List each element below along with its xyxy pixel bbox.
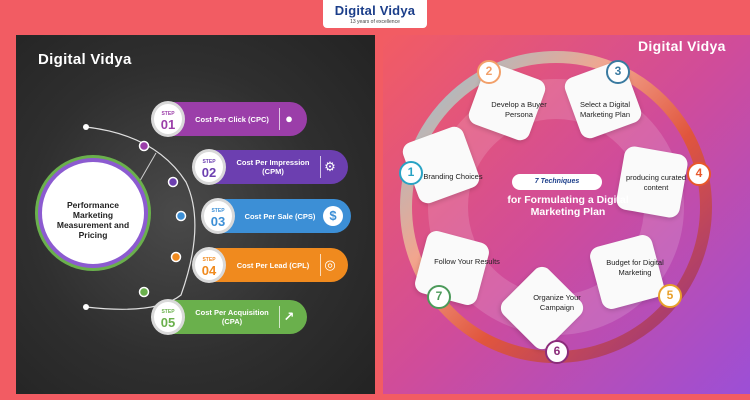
- technique-label-4: producing curated content: [625, 173, 687, 192]
- technique-badge-5: 5: [658, 284, 682, 308]
- top-logo-tagline: 13 years of excellence: [350, 19, 400, 25]
- chart-icon: ↗: [283, 309, 295, 324]
- target-icon: ◎: [324, 257, 336, 272]
- connector-dot: [83, 304, 89, 310]
- technique-label-7: Follow Your Results: [434, 257, 500, 266]
- step-label: Cost Per Acquisition (CPA): [195, 308, 269, 326]
- top-logo: Digital Vidya 13 years of excellence: [323, 0, 427, 28]
- step-label: Cost Per Sale (CPS): [244, 211, 316, 221]
- top-logo-brand: Digital Vidya: [334, 3, 416, 18]
- left-panel-logo: Digital Vidya: [38, 51, 132, 68]
- technique-label-6: Organize Your Campaign: [533, 293, 581, 312]
- step-label: Cost Per Click (CPC): [195, 114, 269, 124]
- technique-badge-7: 7: [427, 285, 451, 309]
- lightbulb-icon: ●: [285, 111, 293, 126]
- technique-badge-1: 1: [399, 161, 423, 185]
- technique-badge-6: 6: [545, 340, 569, 364]
- center-circle: [38, 158, 148, 268]
- connector-dot: [167, 176, 179, 188]
- center-title: for Formulating a Digital Marketing Plan: [507, 194, 629, 218]
- technique-label-2: Develop a Buyer Persona: [491, 100, 547, 119]
- center-pill: 7 Techniques: [512, 174, 602, 190]
- connector-dot: [83, 124, 89, 130]
- technique-label-3: Select a Digital Marketing Plan: [579, 100, 631, 119]
- step-label: Cost Per Impression (CPM): [236, 158, 310, 176]
- connector-dot: [170, 251, 182, 263]
- step-label: Cost Per Lead (CPL): [236, 260, 310, 270]
- connector-lines: [83, 124, 196, 310]
- gear-icon: ⚙: [324, 159, 336, 174]
- right-panel-logo: Digital Vidya: [638, 38, 726, 54]
- connector-dot: [175, 210, 187, 222]
- technique-badge-2: 2: [477, 60, 501, 84]
- technique-badge-4: 4: [687, 162, 711, 186]
- connector-dot: [138, 140, 150, 152]
- technique-badge-3: 3: [606, 60, 630, 84]
- dollar-icon: $: [323, 206, 343, 226]
- connector-dot: [138, 286, 150, 298]
- center-circle-text: Performance Marketing Measurement and Pr…: [56, 200, 130, 240]
- technique-label-5: Budget for Digital Marketing: [606, 258, 664, 277]
- technique-label-1: Branding Choices: [423, 172, 483, 181]
